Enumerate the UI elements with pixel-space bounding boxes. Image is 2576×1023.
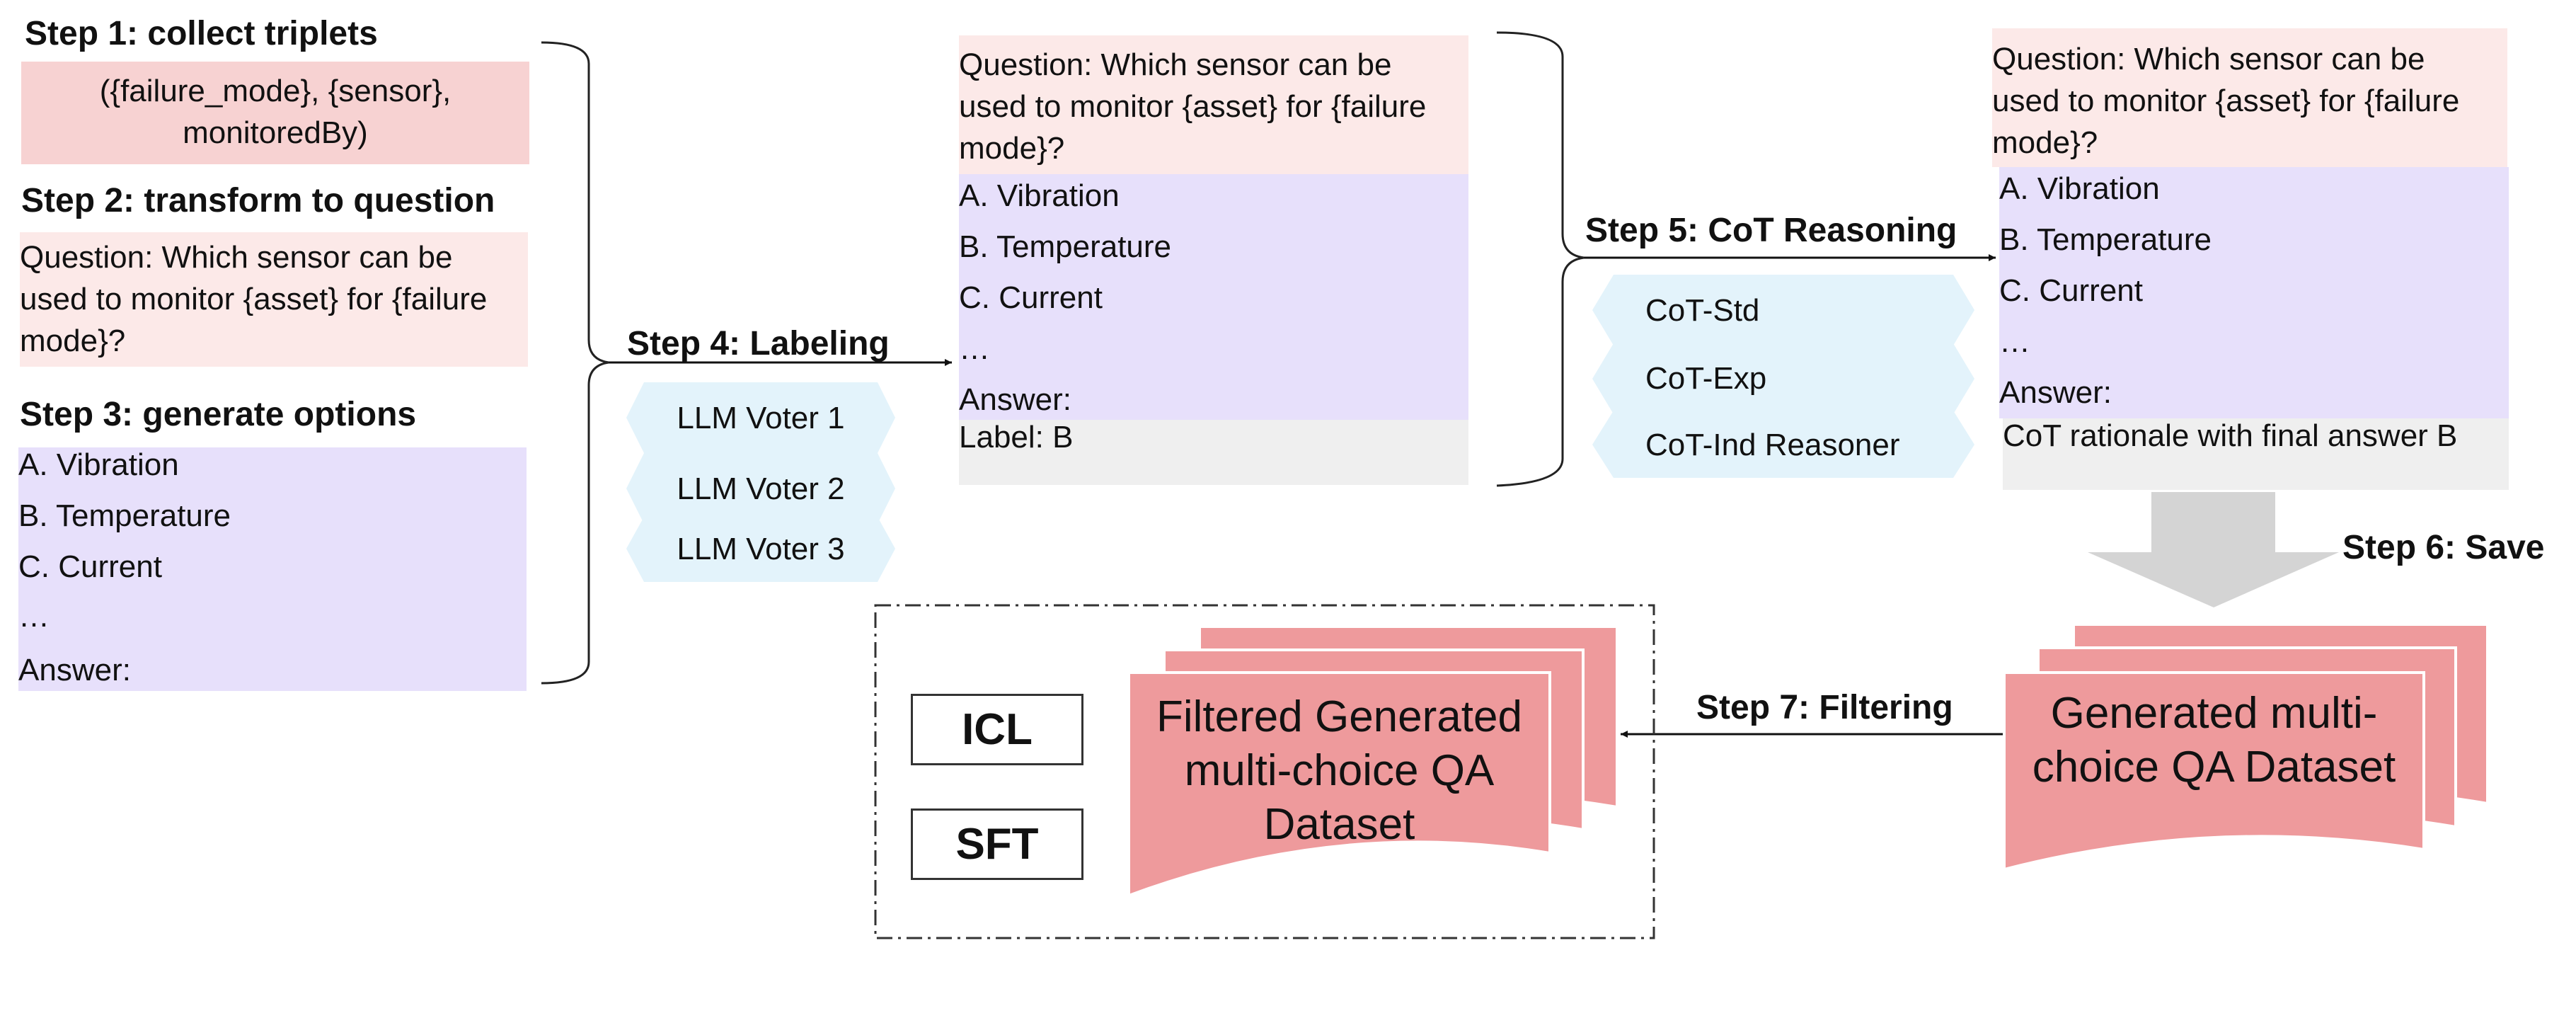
- step4-title: Step 4: Labeling: [627, 325, 890, 362]
- voter-1-label: LLM Voter 1: [677, 401, 845, 435]
- filtered-dataset-label: Filtered Generated multi-choice QA Datas…: [1129, 690, 1550, 852]
- cot-exp-label: CoT-Exp: [1645, 361, 1767, 396]
- cot-option-c: C. Current: [1999, 273, 2143, 308]
- left-brace: [541, 41, 609, 685]
- generated-dataset-line2: choice QA Dataset: [2032, 743, 2396, 791]
- option-ellipsis: …: [18, 599, 50, 634]
- option-a: A. Vibration: [18, 447, 179, 482]
- option-b: B. Temperature: [18, 498, 231, 533]
- step1-title: Step 1: collect triplets: [25, 15, 378, 52]
- filtered-dataset-line1: Filtered Generated: [1156, 692, 1522, 741]
- step2-title: Step 2: transform to question: [21, 182, 495, 219]
- voter-1-shape: [626, 382, 895, 453]
- cot-ind-label: CoT-Ind Reasoner: [1645, 428, 1900, 462]
- question-line3: mode}?: [20, 324, 126, 358]
- cot-option-a: A. Vibration: [1999, 171, 2160, 206]
- cot-question-line3: mode}?: [1992, 125, 2098, 160]
- cot-options-box: A. Vibration B. Temperature C. Current ……: [1999, 167, 2509, 418]
- step5-title: Step 5: CoT Reasoning: [1585, 212, 1957, 249]
- cot-ind-shape: [1592, 411, 1974, 478]
- step3-title: Step 3: generate options: [20, 396, 417, 433]
- save-arrow: [2088, 492, 2339, 607]
- labeled-question-line3: mode}?: [959, 131, 1065, 166]
- labeled-question-line2: used to monitor {asset} for {failure: [959, 89, 1427, 124]
- cot-hexagons: [1592, 275, 1974, 478]
- cot-option-b: B. Temperature: [1999, 222, 2212, 257]
- cot-exp-shape: [1592, 343, 1974, 414]
- step7-title: Step 7: Filtering: [1696, 689, 1953, 726]
- cot-question-box: Question: Which sensor can be used to mo…: [1992, 28, 2507, 167]
- question-line1: Question: Which sensor can be: [20, 240, 453, 275]
- labeled-option-a: A. Vibration: [959, 178, 1120, 213]
- filtered-doc-stack: [1127, 625, 1618, 898]
- usage-container: [874, 604, 1655, 939]
- generated-doc-stack: [2003, 623, 2489, 871]
- label-box: Label: B: [959, 420, 1468, 485]
- cot-answer-label: Answer:: [1999, 375, 2112, 410]
- label-value: Label: B: [959, 420, 1074, 455]
- labeled-options-box: A. Vibration B. Temperature C. Current ……: [959, 174, 1468, 420]
- answer-label: Answer:: [18, 653, 131, 687]
- question-box: Question: Which sensor can be used to mo…: [20, 232, 528, 367]
- question-line2: used to monitor {asset} for {failure: [20, 282, 488, 316]
- voter-3-shape: [626, 517, 895, 582]
- voter-3-label: LLM Voter 3: [677, 532, 845, 566]
- cot-question-line2: used to monitor {asset} for {failure: [1992, 84, 2460, 118]
- labeled-option-c: C. Current: [959, 280, 1103, 315]
- cot-std-label: CoT-Std: [1645, 293, 1760, 328]
- triplet-line2: monitoredBy): [183, 115, 368, 150]
- labeled-option-b: B. Temperature: [959, 229, 1172, 264]
- voter-2-label: LLM Voter 2: [677, 472, 845, 506]
- labeled-question-box: Question: Which sensor can be used to mo…: [959, 35, 1468, 174]
- rationale-box: CoT rationale with final answer B: [2003, 418, 2509, 490]
- voter-hexagons: [626, 382, 895, 582]
- labeled-answer-label: Answer:: [959, 382, 1071, 417]
- labeled-question-line1: Question: Which sensor can be: [959, 47, 1392, 82]
- triplet-line1: ({failure_mode}, {sensor},: [99, 74, 452, 108]
- middle-brace: [1496, 31, 1585, 487]
- rationale-text: CoT rationale with final answer B: [2003, 418, 2458, 453]
- filtered-dataset-line2: multi-choice QA: [1184, 746, 1495, 795]
- generated-dataset-label: Generated multi- choice QA Dataset: [2004, 687, 2424, 794]
- cot-std-shape: [1592, 275, 1974, 345]
- step6-title: Step 6: Save: [2342, 529, 2545, 566]
- icl-box: ICL: [911, 694, 1083, 765]
- triplet-box: ({failure_mode}, {sensor}, monitoredBy): [21, 62, 529, 164]
- option-c: C. Current: [18, 549, 162, 584]
- voter-2-shape: [626, 453, 895, 524]
- labeled-option-ellipsis: …: [959, 331, 990, 366]
- filtered-dataset-line3: Dataset: [1263, 800, 1415, 849]
- cot-question-line1: Question: Which sensor can be: [1992, 42, 2425, 76]
- sft-box: SFT: [911, 808, 1083, 880]
- generated-dataset-line1: Generated multi-: [2050, 689, 2378, 738]
- options-box: A. Vibration B. Temperature C. Current ……: [18, 447, 527, 691]
- cot-option-ellipsis: …: [1999, 324, 2030, 359]
